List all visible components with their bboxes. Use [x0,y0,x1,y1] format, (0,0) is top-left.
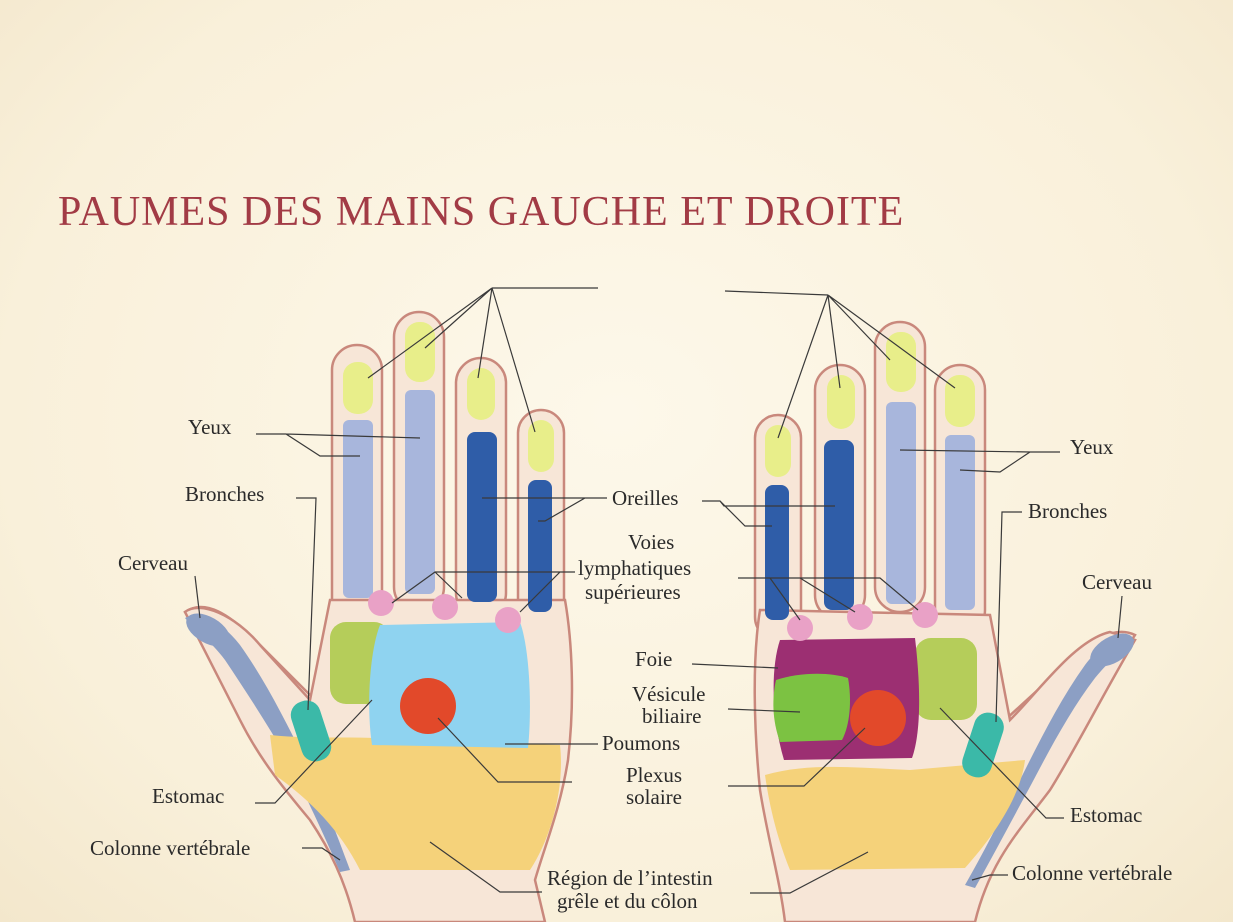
label-foie: Foie [635,647,672,671]
left-lymph-point-1 [368,590,394,616]
label-voies-2: lymphatiques [578,556,691,580]
left-solar-plexus-zone [400,678,456,734]
right-sinus-zone-1 [765,425,791,477]
left-ear-zone-1 [467,432,497,602]
right-hand [755,322,1140,922]
right-lymph-point-2 [847,604,873,630]
right-stomach-zone [915,638,977,720]
label-cerveau-left: Cerveau [118,551,188,575]
left-lymph-point-3 [495,607,521,633]
label-vesicule-1: Vésicule [632,682,705,706]
right-sinus-zone-4 [945,375,975,427]
label-cerveau-right: Cerveau [1082,570,1152,594]
label-voies-3: supérieures [585,580,681,604]
label-estomac-left: Estomac [152,784,224,808]
left-sinus-zone-3 [467,368,495,420]
label-yeux-right: Yeux [1070,435,1114,459]
left-eye-zone-1 [343,420,373,598]
left-sinus-zone-2 [405,322,435,382]
label-estomac-right: Estomac [1070,803,1142,827]
right-eye-zone-1 [886,402,916,604]
label-poumons: Poumons [602,731,680,755]
left-lungs-zone [369,622,530,748]
right-eye-zone-2 [945,435,975,610]
right-ear-zone-2 [824,440,854,610]
left-sinus-zone-1 [343,362,373,414]
label-intestin-2: grêle et du côlon [557,889,698,913]
label-colonne-right: Colonne vertébrale [1012,861,1172,885]
label-vesicule-2: biliaire [642,704,701,728]
label-voies-1: Voies [628,530,674,554]
label-colonne-left: Colonne vertébrale [90,836,250,860]
right-lymph-point-1 [787,615,813,641]
right-gallbladder-zone [773,674,850,742]
label-plexus-1: Plexus [626,763,682,787]
label-bronches-right: Bronches [1028,499,1107,523]
right-lymph-point-3 [912,602,938,628]
label-oreilles: Oreilles [612,486,678,510]
left-eye-zone-2 [405,390,435,594]
left-sinus-zone-4 [528,420,554,472]
right-solar-plexus-zone [850,690,906,746]
label-yeux-left: Yeux [188,415,232,439]
right-sinus-zone-2 [827,375,855,429]
left-lymph-point-2 [432,594,458,620]
left-hand [181,312,572,922]
label-plexus-2: solaire [626,785,682,809]
label-intestin-1: Région de l’intestin [547,866,713,890]
label-bronches-left: Bronches [185,482,264,506]
